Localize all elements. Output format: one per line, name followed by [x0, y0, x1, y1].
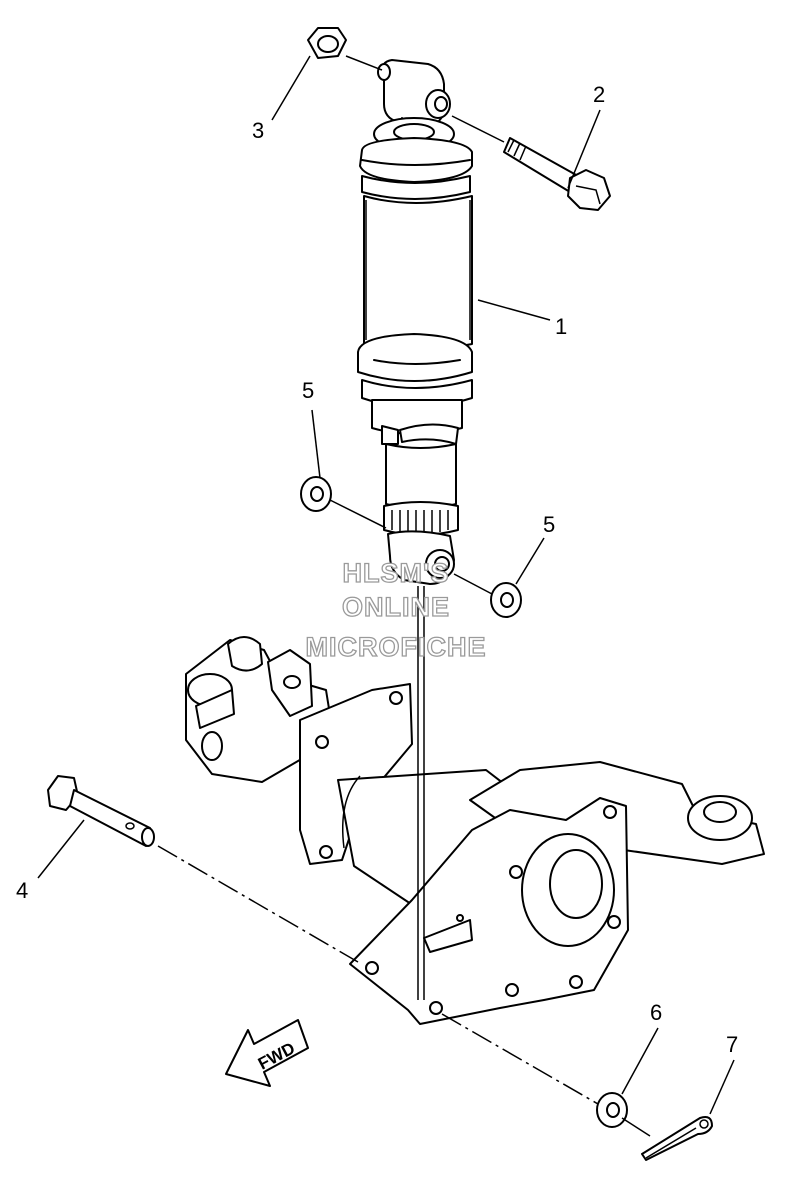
watermark-line-2: ONLINE — [342, 592, 450, 622]
callout-1: 1 — [555, 314, 567, 339]
pin-washer[interactable] — [596, 1092, 628, 1128]
washer-right[interactable] — [490, 582, 522, 618]
watermark-line-1: HLSM'S — [343, 558, 450, 588]
fwd-arrow-icon: FWD — [225, 1019, 309, 1087]
callout-2: 2 — [593, 82, 605, 107]
leader-lines — [37, 55, 735, 1115]
callout-7: 7 — [726, 1032, 738, 1057]
callout-5-right: 5 — [543, 512, 555, 537]
watermark: HLSM'S ONLINE MICROFICHE — [305, 557, 487, 662]
callout-6: 6 — [650, 1000, 662, 1025]
callout-5-left: 5 — [302, 378, 314, 403]
shock-absorber[interactable] — [357, 59, 473, 585]
watermark-line-3: MICROFICHE — [306, 632, 487, 662]
cotter-pin[interactable] — [641, 1116, 713, 1161]
callouts: 1 2 3 4 5 5 6 7 — [16, 82, 738, 1057]
upper-nut[interactable] — [307, 27, 347, 59]
callout-4: 4 — [16, 878, 28, 903]
axle-housing[interactable] — [185, 636, 765, 1025]
washer-left[interactable] — [300, 476, 332, 512]
upper-bolt[interactable] — [503, 137, 611, 211]
assembly-lines — [157, 55, 651, 1137]
callout-3: 3 — [252, 118, 264, 143]
lower-pin[interactable] — [47, 775, 155, 847]
